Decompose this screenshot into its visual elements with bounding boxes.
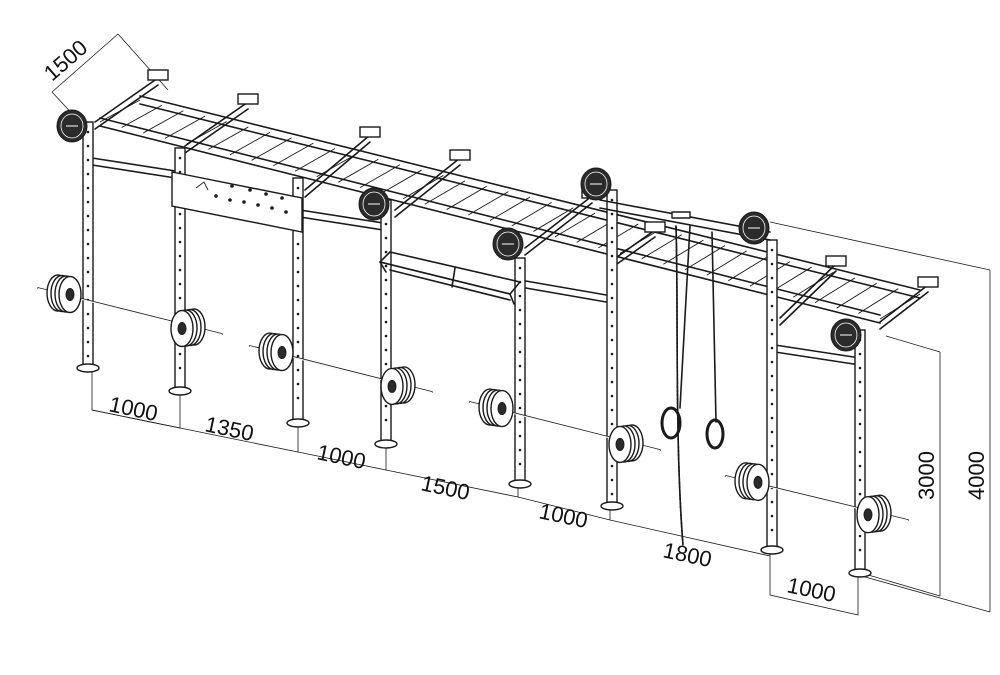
ladder-rung [468,191,509,216]
ladder-rung [143,110,184,134]
ladder-rung [359,164,401,189]
dimension-bay-7: 1000 [785,572,838,607]
ladder-rung [554,212,596,238]
ladder-rung [164,115,206,139]
dimension-bay-2: 1350 [203,411,256,446]
post-base-plate [760,545,784,555]
post-base-plate [848,568,872,578]
wall-bracket [304,126,381,198]
dimension-height-low: 3000 [914,451,939,500]
ladder-rung [424,180,466,205]
wall-bracket [94,69,169,130]
ladder-rung [251,137,292,161]
dimension-height-high: 4000 [964,451,989,500]
ladder-rung [316,153,357,178]
ladder-rung [446,185,487,210]
dimension-bay-1: 1000 [107,391,160,426]
ladder-rung [208,126,249,150]
upright-post [508,257,532,489]
dimension-lines [51,33,991,616]
ladder-rung [836,282,877,309]
ladder-rung [858,288,899,314]
post-base-plate [374,439,398,449]
barbell [725,462,909,534]
wall-bracket [184,93,259,154]
target-disc [358,187,390,221]
post-base-plate [168,386,192,396]
upright-post [286,177,310,428]
gymnastic-rings [660,225,725,450]
upright-post [374,199,398,449]
ladder-rung [598,223,639,249]
upright-post [76,121,100,373]
dimension-bay-6: 1800 [661,537,714,572]
target-discs [56,109,862,352]
barbells [37,274,909,534]
ladder-rung [684,245,726,271]
ladder-rung [728,255,769,282]
ladder-rung [511,202,552,227]
dimension-bay-3: 1000 [315,439,368,474]
ladder-rung [338,158,379,183]
wall-bracket [394,149,471,218]
dimension-bay-5: 1000 [537,498,590,533]
target-disc [492,227,524,261]
wall-bracket [879,276,939,330]
ladder-rung [641,234,682,260]
ladder-rung [294,148,336,172]
upright-posts [76,121,872,578]
ladder-rung [273,142,314,167]
post-base-plate [508,479,532,489]
upright-post [848,329,872,578]
wall-bracket [779,255,847,326]
dimension-bay-4: 1500 [419,470,472,505]
target-disc [830,318,862,352]
post-base-plate [76,363,100,373]
target-disc [580,167,612,201]
ladder-rung [121,104,162,128]
barbell [37,274,223,348]
dip-frame [379,251,521,305]
upright-post [760,239,784,555]
ladder-rung [771,266,812,293]
barbell [469,388,661,464]
dimension-depth: 1500 [39,35,92,86]
post-base-plate [600,501,624,511]
target-disc [738,211,770,245]
ladder-rung [814,277,856,303]
monkey-bar-ladder [99,95,921,324]
ladder-rung [663,239,704,265]
ladder-rung [533,207,574,232]
target-disc [56,109,88,143]
lower-cross-beams [91,157,861,366]
ladder-rung [489,196,531,221]
post-base-plate [286,418,310,428]
ladder-rung [229,131,271,156]
barbell [249,332,433,406]
ladder-rung [381,169,422,194]
storage-panel [171,171,303,233]
upright-post [600,189,624,511]
